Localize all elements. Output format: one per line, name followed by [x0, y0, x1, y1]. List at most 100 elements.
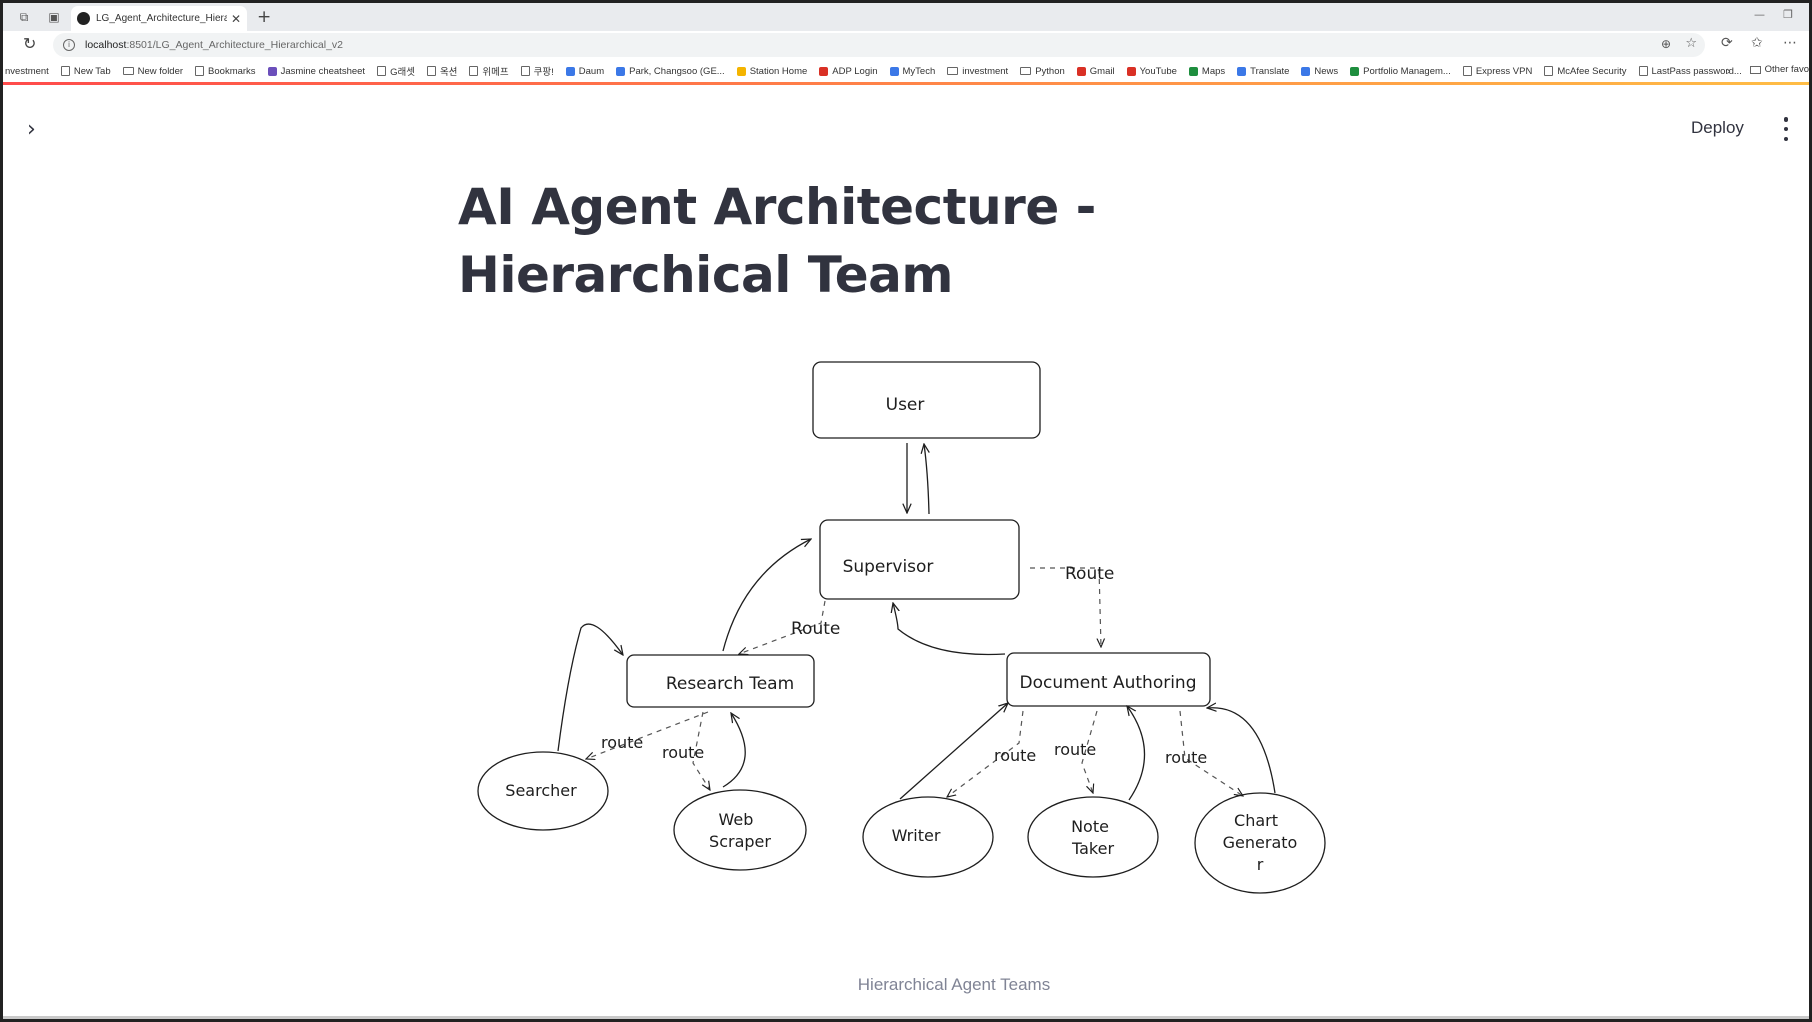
streamlit-decoration-bar — [3, 82, 1809, 85]
route-label-document-writer: route — [994, 746, 1036, 765]
more-options-icon[interactable]: ⋯ — [1783, 35, 1797, 51]
bookmark-item[interactable]: News — [1301, 66, 1338, 77]
chart-generator-label-line2: Generato — [1223, 833, 1298, 852]
edge-route-supervisor-to-document — [1030, 567, 1101, 647]
other-favorites-label: Other favo — [1764, 64, 1809, 75]
streamlit-favicon-icon — [77, 12, 90, 25]
bookmark-item[interactable]: Python — [1020, 66, 1065, 77]
restore-icon[interactable]: ❐ — [1783, 8, 1793, 21]
bookmark-item[interactable]: Maps — [1188, 66, 1225, 77]
site-favicon-icon — [1076, 66, 1086, 76]
extensions-icon[interactable]: ⟳ — [1721, 35, 1733, 51]
close-tab-icon[interactable]: ✕ — [230, 11, 241, 26]
bookmark-item[interactable]: G래셋 — [377, 64, 415, 78]
edge-research-to-supervisor — [722, 539, 811, 652]
bookmark-item[interactable]: New Tab — [60, 66, 111, 77]
bookmark-item[interactable]: ADP Login — [819, 65, 878, 77]
bookmark-item[interactable]: Bookmarks — [195, 66, 256, 77]
route-label-document-note: route — [1054, 740, 1096, 759]
bookmark-item[interactable]: New folder — [122, 65, 184, 77]
bookmark-item[interactable]: 위메프 — [469, 64, 509, 78]
route-label-document-chart: route — [1165, 748, 1207, 767]
bookmark-label: MyTech — [902, 65, 936, 77]
bookmark-label: McAfee Security — [1557, 65, 1627, 77]
main-menu-kebab-icon[interactable] — [1783, 117, 1789, 141]
edge-scraper-to-research — [722, 713, 746, 788]
sidebar-expand-chevron-icon[interactable]: › — [27, 117, 36, 142]
edge-route-document-to-chart — [1179, 710, 1243, 796]
supervisor-node — [819, 519, 1020, 600]
bookmark-label: Express VPN — [1475, 65, 1533, 77]
bookmark-item[interactable]: Station Home — [736, 65, 808, 77]
bookmark-label: G래셋 — [390, 67, 415, 78]
bookmark-label: New folder — [137, 65, 184, 77]
bookmark-item[interactable]: Express VPN — [1462, 65, 1533, 77]
bookmark-label: ADP Login — [832, 65, 878, 77]
site-favicon-icon — [889, 66, 899, 76]
bookmark-item[interactable]: Translate — [1237, 66, 1289, 77]
web-scraper-label-line2: Scraper — [709, 832, 771, 851]
bookmark-label: News — [1314, 65, 1339, 77]
bookmark-label: Park, Changsoo (GE... — [629, 65, 725, 77]
bookmark-label: Python — [1035, 65, 1065, 77]
research-team-node — [626, 654, 815, 708]
document-authoring-node — [1006, 652, 1211, 707]
bookmark-item[interactable]: Park, Changsoo (GE... — [616, 66, 725, 77]
url-path: :8501/LG_Agent_Architecture_Hierarchical… — [126, 39, 343, 51]
site-favicon-icon — [1301, 66, 1311, 76]
supervisor-label: Supervisor — [843, 557, 934, 577]
workspaces-icon[interactable]: ⧉ — [19, 10, 29, 24]
bookmark-item[interactable]: Portfolio Managem... — [1350, 66, 1451, 77]
bookmark-item[interactable]: MyTech — [889, 65, 936, 77]
edge-route-research-to-scraper — [692, 711, 710, 790]
chart-generator-label-line1: Chart — [1234, 811, 1278, 830]
address-bar[interactable]: i localhost :8501/LG_Agent_Architecture_… — [53, 33, 1705, 57]
zoom-icon[interactable]: ⊕ — [1660, 37, 1671, 51]
bookmark-label: Station Home — [749, 65, 808, 77]
deploy-button[interactable]: Deploy — [1691, 118, 1744, 137]
bookmark-item[interactable]: investment — [947, 66, 1008, 77]
bookmark-item[interactable]: 옥션 — [426, 64, 457, 78]
site-info-icon[interactable]: i — [63, 39, 75, 51]
bookmark-item[interactable]: Jasmine cheatsheet — [267, 65, 366, 77]
minimize-icon[interactable]: — — [1754, 8, 1765, 21]
reload-icon[interactable]: ↻ — [23, 34, 37, 53]
navigation-bar: ↻ i localhost :8501/LG_Agent_Architectur… — [3, 31, 1809, 59]
favorites-icon[interactable]: ✩ — [1751, 35, 1763, 51]
page-icon — [1544, 66, 1554, 76]
bookmark-item[interactable]: YouTube — [1126, 66, 1177, 77]
folder-icon — [1020, 67, 1032, 75]
bookmark-item[interactable]: LastPass password... — [1638, 66, 1742, 77]
site-favicon-icon — [736, 66, 746, 76]
edge-supervisor-to-user — [924, 444, 929, 515]
bookmark-label: Gmail — [1089, 65, 1115, 77]
more-bookmarks-chevron-icon[interactable]: › — [1726, 64, 1731, 78]
edge-searcher-to-research — [557, 623, 623, 752]
other-favorites-folder[interactable]: Other favo — [1749, 64, 1809, 75]
page-icon — [60, 66, 70, 76]
folder-icon — [1749, 65, 1761, 74]
writer-label: Writer — [892, 826, 941, 845]
tab-actions-icon[interactable]: ▣ — [48, 10, 60, 24]
bookmark-item[interactable]: 쿠팡! — [520, 64, 554, 78]
bookmark-item[interactable]: Daum — [565, 66, 604, 77]
bookmark-item[interactable]: Gmail — [1076, 65, 1115, 77]
user-label: User — [886, 395, 925, 415]
new-tab-icon[interactable]: + — [257, 7, 272, 27]
bookmark-label: Portfolio Managem... — [1363, 65, 1451, 77]
bookmark-label: Jasmine cheatsheet — [280, 65, 366, 77]
page-icon — [1462, 66, 1472, 76]
active-tab[interactable]: LG_Agent_Architecture_Hierarchi ✕ — [71, 6, 247, 31]
bookmark-item[interactable]: McAfee Security — [1544, 65, 1627, 77]
favorite-star-icon[interactable]: ☆ — [1685, 36, 1697, 51]
edge-chart-to-document — [1207, 708, 1276, 794]
page-icon — [469, 66, 479, 76]
route-label-supervisor-left: Route — [791, 619, 840, 639]
tab-strip: ⧉ ▣ LG_Agent_Architecture_Hierarchi ✕ + … — [3, 3, 1809, 31]
tab-title: LG_Agent_Architecture_Hierarchi — [96, 13, 227, 24]
research-team-label: Research Team — [666, 674, 794, 694]
bookmark-label: investment — [962, 65, 1009, 77]
page-icon — [1638, 66, 1648, 76]
bookmark-item[interactable]: nvestment — [5, 66, 49, 77]
edge-route-document-to-writer — [947, 710, 1024, 797]
